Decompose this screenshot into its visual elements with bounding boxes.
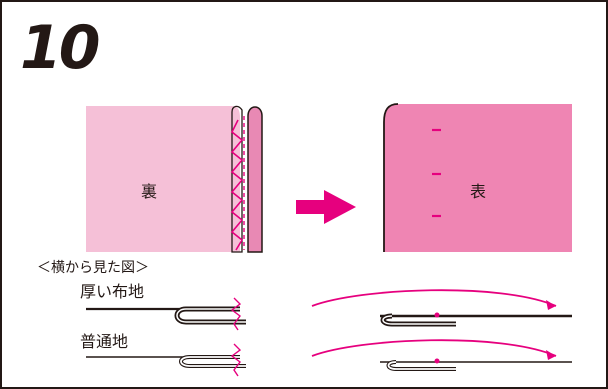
thick-fabric-label: 厚い布地 (80, 282, 145, 301)
folded-edge (247, 106, 263, 253)
right-side-label: 表 (470, 182, 487, 201)
seam-allowance-outline (231, 105, 243, 253)
wrong-side-label: 裏 (141, 182, 158, 201)
fabric-right-side (384, 104, 572, 252)
side-view-normal-before (86, 343, 246, 377)
fabric-after (383, 103, 572, 252)
fabric-before (86, 105, 263, 253)
step-number: 10 (20, 13, 100, 83)
zigzag-stitch (230, 119, 244, 251)
arrow-right-icon (296, 190, 356, 224)
side-view-thick-after (311, 289, 572, 327)
fabric-wrong-side (86, 106, 240, 252)
side-view-thick-before (86, 297, 246, 331)
normal-fabric-label: 普通地 (80, 332, 129, 351)
side-view-caption: ＜横から見た図＞ (37, 260, 149, 276)
side-view-normal-after (311, 339, 572, 371)
